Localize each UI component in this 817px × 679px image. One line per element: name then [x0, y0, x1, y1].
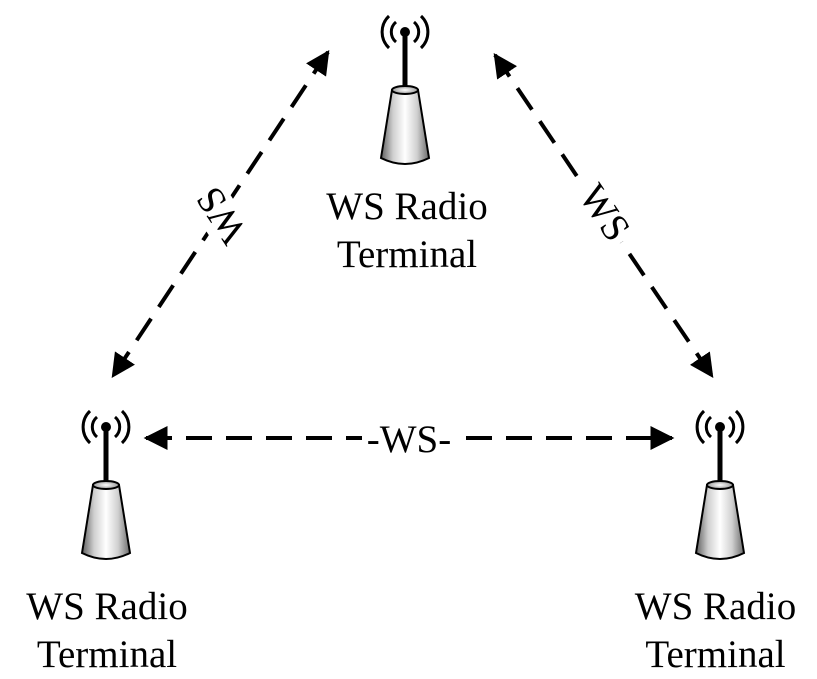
left-terminal-label: WS Radio Terminal	[0, 583, 214, 679]
left-link-label: WS	[188, 179, 256, 251]
top-terminal-line1: WS Radio	[326, 185, 488, 228]
left-terminal-line2: Terminal	[36, 633, 178, 676]
right-terminal-line2: Terminal	[645, 633, 786, 676]
left-link-label-group: WS	[185, 176, 256, 256]
right-terminal-line1: WS Radio	[634, 585, 797, 628]
top-terminal-label: WS Radio Terminal	[300, 183, 514, 279]
top-terminal-line2: Terminal	[336, 233, 478, 276]
left-link-line	[111, 50, 330, 378]
right-link-label-group: WS	[570, 172, 642, 252]
right-link-line	[493, 53, 714, 378]
right-antenna-icon	[694, 409, 746, 561]
right-link-label: WS	[570, 176, 638, 249]
left-terminal-line1: WS Radio	[26, 585, 188, 628]
bottom-link-label: -WS-	[367, 418, 451, 461]
left-antenna-icon	[80, 409, 132, 561]
right-terminal-label: WS Radio Terminal	[614, 583, 817, 679]
top-antenna-icon	[379, 14, 431, 166]
